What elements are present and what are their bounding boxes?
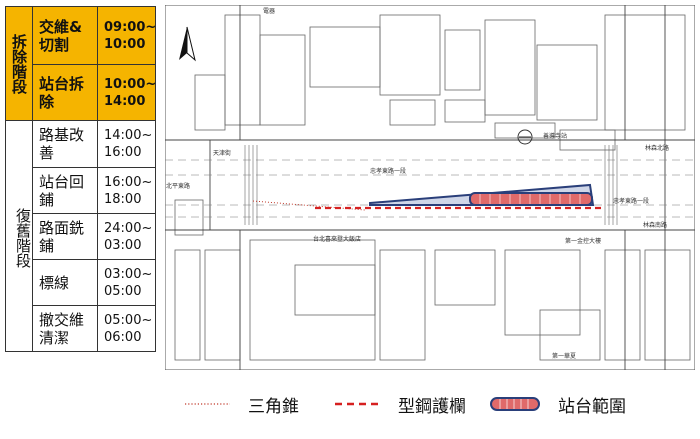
label-main-road-left: 忠孝東路一段 — [370, 167, 406, 175]
crosswalks — [244, 145, 618, 225]
label-top-building: 電器 — [263, 8, 275, 15]
legend-cone-label: 三角錐 — [248, 396, 299, 417]
label-bottom-lower: 第一華夏 — [552, 352, 576, 360]
task-cell: 站台回鋪 — [32, 167, 98, 214]
phase-restoration: 復舊階段 — [5, 120, 33, 352]
north-arrow-icon — [179, 26, 196, 62]
platform-range — [469, 192, 593, 206]
label-bottom-building: 台北喜來登大飯店 — [313, 235, 361, 243]
time-cell: 05:00~ 06:00 — [97, 305, 156, 352]
legend-barrier: 型鋼護欄 — [335, 386, 466, 422]
site-plan: 電器 忠孝東路一段 忠孝東路一段 天津街 北平東路 台北喜來登大飯店 林森北路 … — [165, 5, 695, 370]
time-cell: 16:00~ 18:00 — [97, 167, 156, 214]
metro-station-icon — [517, 129, 533, 145]
task-cell: 路基改善 — [32, 120, 98, 168]
time-cell: 14:00~ 16:00 — [97, 120, 156, 168]
legend-platform: 站台範圍 — [490, 386, 626, 422]
site-plan-drawing: 電器 忠孝東路一段 忠孝東路一段 天津街 北平東路 台北喜來登大飯店 林森北路 … — [165, 5, 695, 370]
label-left-street-b: 北平東路 — [166, 182, 190, 190]
label-main-road-right: 忠孝東路一段 — [613, 197, 649, 205]
legend-platform-label: 站台範圍 — [558, 396, 626, 417]
label-left-street: 天津街 — [213, 149, 231, 157]
time-cell: 10:00~ 14:00 — [97, 64, 156, 121]
time-cell: 03:00~ 05:00 — [97, 259, 156, 306]
task-cell: 標線 — [32, 259, 98, 306]
legend: 三角錐 型鋼護欄 站台範圍 — [0, 386, 700, 422]
label-right-road: 林森北路 — [645, 144, 669, 152]
road-lines — [165, 5, 695, 370]
legend-barrier-label: 型鋼護欄 — [398, 396, 466, 417]
label-right-road-b: 林森南路 — [643, 221, 667, 229]
label-bottom-right-building: 第一金控大樓 — [565, 237, 601, 245]
cone-line-swatch — [185, 403, 230, 405]
label-station: 善導寺站 — [543, 132, 567, 140]
task-cell: 路面銑鋪 — [32, 213, 98, 260]
platform-swatch — [490, 397, 540, 411]
phase-demolition: 拆除階段 — [5, 6, 33, 121]
barrier-line-swatch — [335, 402, 380, 406]
schedule-table: 拆除階段 交維&切割 09:00~ 10:00 站台拆除 10:00~ 14:0… — [5, 6, 156, 352]
task-cell: 撤交維清潔 — [32, 305, 98, 352]
legend-cone: 三角錐 — [185, 386, 299, 422]
task-cell: 交維&切割 — [32, 6, 98, 65]
time-cell: 09:00~ 10:00 — [97, 6, 156, 65]
platform-pattern — [479, 194, 581, 204]
time-cell: 24:00~ 03:00 — [97, 213, 156, 260]
task-cell: 站台拆除 — [32, 64, 98, 121]
